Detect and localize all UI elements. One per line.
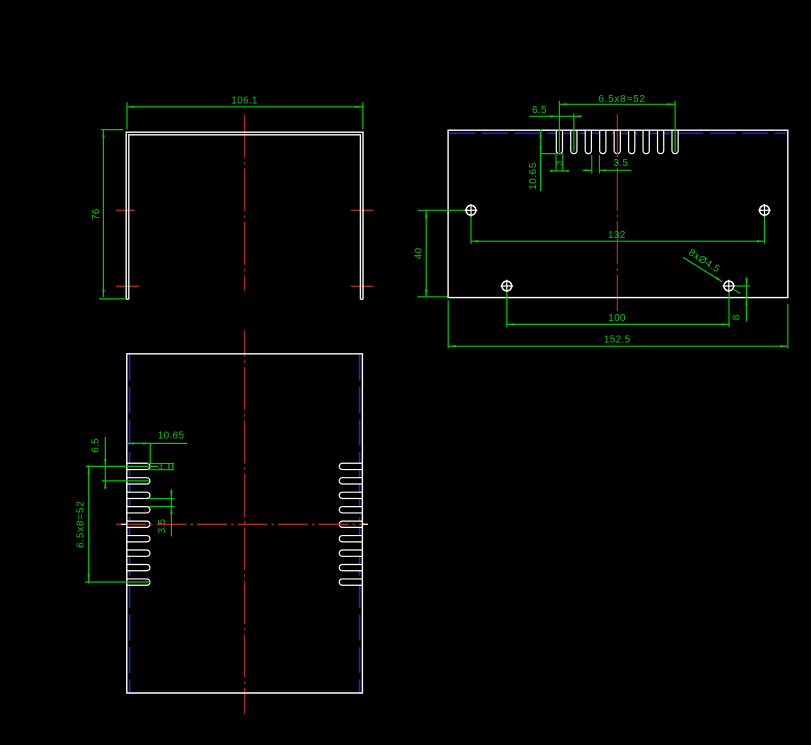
svg-text:6.5x8=52: 6.5x8=52: [75, 500, 86, 547]
svg-text:3.5: 3.5: [613, 158, 628, 169]
svg-text:106.1: 106.1: [231, 95, 258, 106]
svg-text:3: 3: [158, 462, 163, 471]
svg-text:6.5x8=52: 6.5x8=52: [598, 94, 645, 105]
svg-text:6.5: 6.5: [532, 105, 547, 116]
svg-text:3.5: 3.5: [157, 518, 168, 533]
svg-text:152.5: 152.5: [604, 335, 631, 346]
svg-text:3: 3: [555, 160, 564, 165]
svg-text:76: 76: [91, 208, 102, 220]
svg-text:100: 100: [608, 313, 626, 324]
svg-text:10.65: 10.65: [158, 431, 185, 442]
svg-text:132: 132: [608, 230, 626, 241]
svg-text:10.65: 10.65: [528, 162, 539, 190]
svg-text:40: 40: [414, 247, 425, 259]
svg-text:8: 8: [732, 314, 743, 320]
svg-text:6.5: 6.5: [91, 438, 102, 453]
